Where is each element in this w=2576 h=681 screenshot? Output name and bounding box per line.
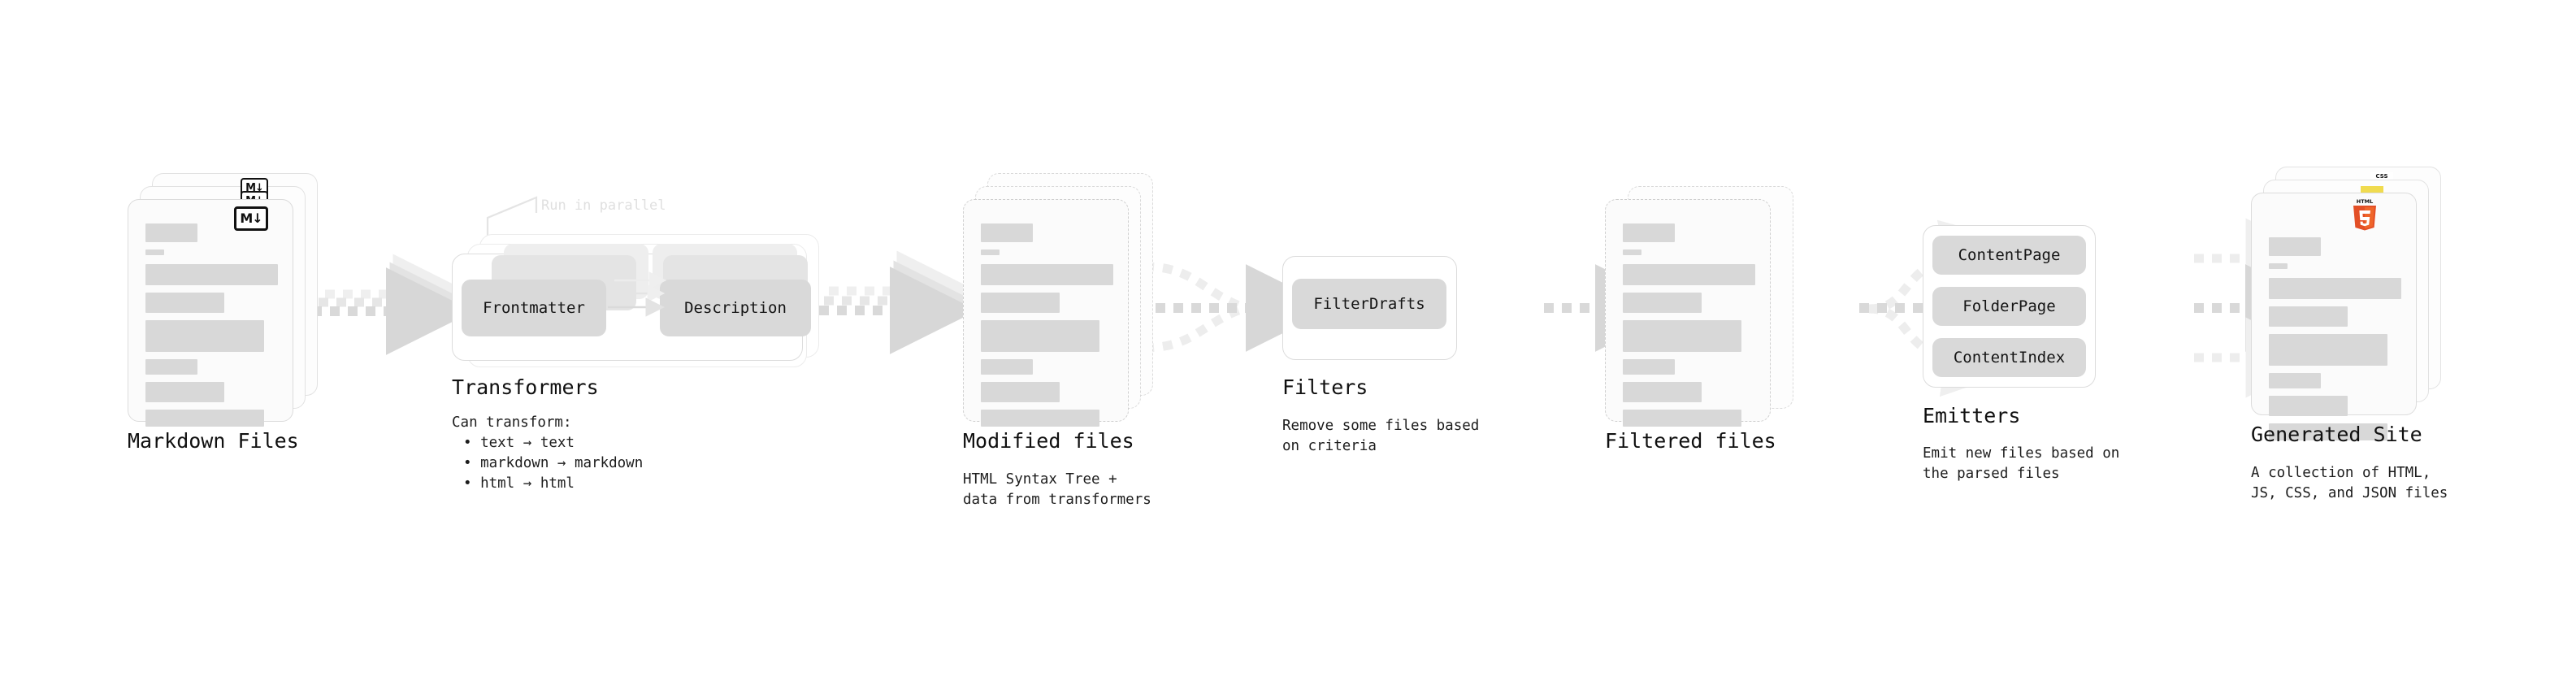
skeleton-row xyxy=(981,223,1033,242)
emitters-desc-1: the parsed files xyxy=(1923,466,2060,482)
skeleton-row xyxy=(1623,249,1641,255)
skeleton-row xyxy=(1623,293,1702,313)
skeleton-row xyxy=(981,249,1000,255)
skeleton-row xyxy=(1623,264,1755,285)
filter-pill-label: FilterDrafts xyxy=(1313,295,1425,313)
skeleton-row xyxy=(981,293,1060,313)
emitter-pill-label: ContentIndex xyxy=(1953,349,2066,367)
skeleton-row xyxy=(1623,320,1741,352)
emitter-pill-contentpage[interactable]: ContentPage xyxy=(1932,236,2086,275)
filters-desc-1: on criteria xyxy=(1282,438,1377,454)
markdown-badge-text: M↓ xyxy=(240,210,262,226)
skeleton-row xyxy=(2269,396,2348,416)
transformers-item-1: • markdown → markdown xyxy=(463,455,644,471)
filters-desc-0: Remove some files based xyxy=(1282,418,1480,434)
emitter-pill-label: ContentPage xyxy=(1958,246,2061,264)
transformers-item-2: • html → html xyxy=(463,475,575,492)
skeleton-row xyxy=(981,264,1113,285)
label-generated-site: Generated Site xyxy=(2251,423,2422,446)
filter-pill-filterdrafts[interactable]: FilterDrafts xyxy=(1292,279,1446,329)
skeleton-row xyxy=(1623,359,1675,375)
transformer-pill-label: Description xyxy=(684,299,787,317)
svg-text:HTML: HTML xyxy=(2357,198,2373,205)
transformer-pill-label: Frontmatter xyxy=(483,299,585,317)
skeleton-row xyxy=(145,359,197,375)
arrow-transformers-to-modified xyxy=(819,250,978,354)
skeleton-row xyxy=(2269,278,2401,299)
skeleton-row xyxy=(1623,410,1741,427)
skeleton-row xyxy=(145,264,278,285)
label-emitters: Emitters xyxy=(1923,404,2021,427)
file-skeleton-rows xyxy=(145,223,279,434)
arrow-emitters-to-site xyxy=(2194,218,2333,398)
skeleton-row xyxy=(145,382,224,402)
modified-files-desc-0: HTML Syntax Tree + xyxy=(963,471,1117,488)
skeleton-row xyxy=(2269,306,2348,327)
skeleton-row xyxy=(2269,423,2387,440)
label-filtered-files: Filtered files xyxy=(1605,429,1776,453)
emitters-desc-0: Emit new files based on xyxy=(1923,445,2120,462)
label-transformers: Transformers xyxy=(452,375,599,399)
arrow-modified-to-filters xyxy=(1138,262,1334,353)
skeleton-row xyxy=(2269,334,2387,366)
skeleton-row xyxy=(1623,223,1675,242)
skeleton-row xyxy=(1623,382,1702,402)
generated-site-desc-1: JS, CSS, and JSON files xyxy=(2251,485,2448,501)
label-markdown-files: Markdown Files xyxy=(128,429,299,453)
emitter-pill-contentindex[interactable]: ContentIndex xyxy=(1932,338,2086,377)
skeleton-row xyxy=(145,320,264,352)
file-skeleton-rows xyxy=(1623,223,1756,434)
emitter-pill-label: FolderPage xyxy=(1962,297,2056,315)
arrow-markdown-to-transformers xyxy=(312,254,474,355)
skeleton-row xyxy=(145,223,197,242)
file-skeleton-rows xyxy=(2269,217,2402,448)
skeleton-row xyxy=(981,410,1099,427)
markdown-badge-icon: M↓ xyxy=(234,206,268,231)
generated-site-desc-0: A collection of HTML, xyxy=(2251,465,2431,481)
transformers-item-0: • text → text xyxy=(463,435,575,451)
transformers-description-heading: Can transform: xyxy=(452,414,572,431)
file-skeleton-rows xyxy=(981,223,1114,434)
skeleton-row xyxy=(2269,263,2288,269)
transformer-pill-frontmatter[interactable]: Frontmatter xyxy=(462,280,606,336)
skeleton-row xyxy=(981,359,1033,375)
skeleton-row xyxy=(2269,373,2321,388)
skeleton-row xyxy=(145,410,264,427)
modified-files-desc-1: data from transformers xyxy=(963,492,1151,508)
skeleton-row xyxy=(145,249,164,255)
html5-badge-icon: HTML xyxy=(2351,197,2379,232)
label-modified-files: Modified files xyxy=(963,429,1134,453)
markdown-badge-text: M↓ xyxy=(245,181,264,194)
skeleton-row xyxy=(981,320,1099,352)
transformer-pill-description[interactable]: Description xyxy=(660,280,811,336)
skeleton-row xyxy=(981,382,1060,402)
label-filters: Filters xyxy=(1282,375,1368,399)
markdown-file-card xyxy=(128,199,293,427)
filtered-file-card xyxy=(1605,199,1771,427)
emitter-pill-folderpage[interactable]: FolderPage xyxy=(1932,287,2086,326)
skeleton-row xyxy=(145,293,224,313)
run-in-parallel-label: Run in parallel xyxy=(541,197,666,214)
modified-file-card xyxy=(963,199,1129,427)
skeleton-row xyxy=(2269,237,2321,256)
generated-site-card xyxy=(2251,193,2417,440)
css-badge-text: CSS xyxy=(2375,173,2388,180)
